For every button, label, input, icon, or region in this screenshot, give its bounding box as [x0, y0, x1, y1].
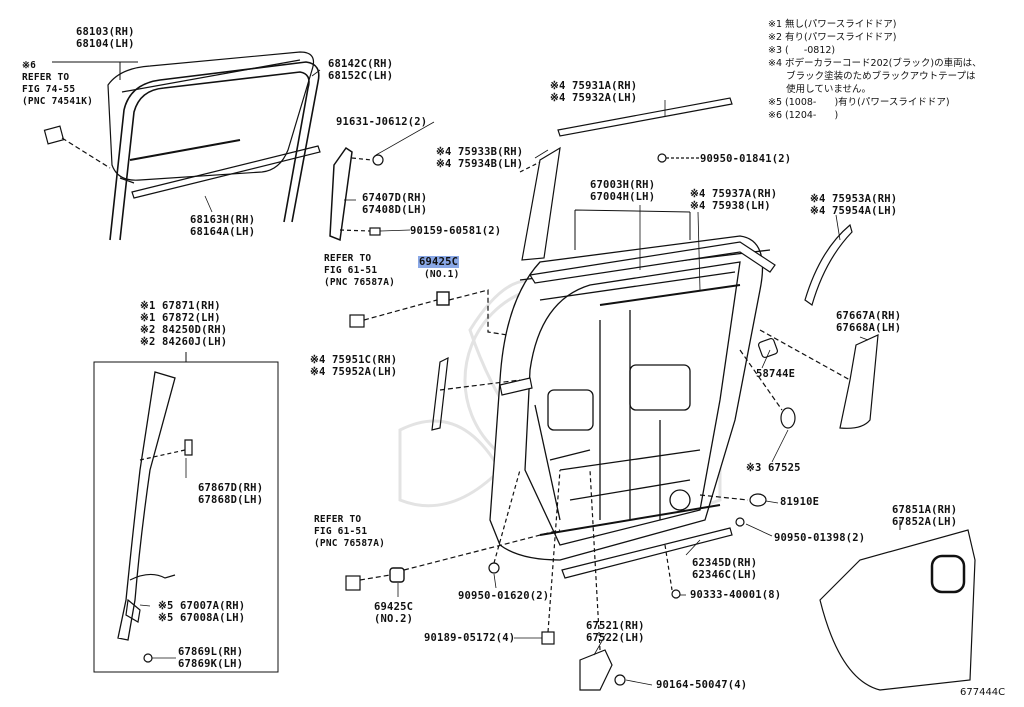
part-67407d[interactable]: 67407D(RH) 67408D(LH)	[362, 192, 428, 216]
part-68163h[interactable]: 68163H(RH) 68164A(LH)	[190, 214, 256, 238]
diagram-code: 677444C	[960, 687, 1006, 698]
part-75937a[interactable]: ※4 75937A(RH) ※4 75938(LH)	[690, 188, 778, 212]
part-90950-01841[interactable]: 90950-01841(2)	[700, 153, 792, 165]
part-91631[interactable]: 91631-J0612(2)	[336, 116, 428, 128]
part-67869l[interactable]: 67869L(RH) 67869K(LH)	[178, 646, 244, 670]
glass-run-channel	[109, 61, 320, 241]
note-2: ※2 有り(パワースライドドア)	[768, 32, 897, 43]
ref-fig-61-51-bottom[interactable]: REFER TO FIG 61-51 (PNC 76587A)	[314, 514, 386, 549]
note-6: ※6 (1204- )	[768, 110, 839, 121]
part-90333[interactable]: 90333-40001(8)	[690, 589, 782, 601]
note-4: ※4 ボデーカラーコード202(ブラック)の車両は、	[768, 58, 982, 69]
part-67867d[interactable]: 67867D(RH) 67868D(LH)	[198, 482, 264, 506]
part-75931a[interactable]: ※4 75931A(RH) ※4 75932A(LH)	[550, 80, 638, 104]
part-68103[interactable]: 68103(RH) 68104(LH)	[76, 26, 135, 50]
part-69425c-no2[interactable]: 69425C (NO.2)	[374, 601, 414, 625]
part-67521[interactable]: 67521(RH) 67522(LH)	[586, 620, 645, 644]
part-75951c[interactable]: ※4 75951C(RH) ※4 75952A(LH)	[310, 354, 398, 378]
part-90950-01398[interactable]: 90950-01398(2)	[774, 532, 866, 544]
part-81910e[interactable]: 81910E	[780, 496, 820, 508]
note-3: ※3 ( -0812)	[768, 45, 836, 56]
part-58744e[interactable]: 58744E	[756, 368, 796, 380]
part-90159[interactable]: 90159-60581(2)	[410, 225, 502, 237]
highlight-69425c: 69425C	[418, 256, 460, 268]
footnotes: ※1 無し(パワースライドドア) ※2 有り(パワースライドドア) ※3 ( -…	[768, 18, 982, 122]
part-75933b[interactable]: ※4 75933B(RH) ※4 75934B(LH)	[436, 146, 524, 170]
part-90950-01620[interactable]: 90950-01620(2)	[458, 590, 550, 602]
note-4-line3: 使用していません。	[768, 84, 872, 95]
part-62345d[interactable]: 62345D(RH) 62346C(LH)	[692, 557, 758, 581]
door-shell	[489, 235, 771, 561]
part-67525[interactable]: ※3 67525	[746, 462, 801, 474]
part-69425c-no1[interactable]: 69425C	[418, 256, 460, 268]
belt-moulding	[131, 145, 321, 199]
note-5: ※5 (1008- )有り(パワースライドドア)	[768, 97, 950, 108]
note-1: ※1 無し(パワースライドドア)	[768, 19, 897, 30]
quarter-glass	[107, 51, 315, 184]
ref-fig-61-51-top[interactable]: REFER TO FIG 61-51 (PNC 76587A)	[324, 253, 396, 288]
part-67667a[interactable]: 67667A(RH) 67668A(LH)	[836, 310, 902, 334]
part-90164[interactable]: 90164-50047(4)	[656, 679, 748, 691]
part-67851a[interactable]: 67851A(RH) 67852A(LH)	[892, 504, 958, 528]
part-68142c[interactable]: 68142C(RH) 68152C(LH)	[328, 58, 394, 82]
part-90189[interactable]: 90189-05172(4)	[424, 632, 516, 644]
part-67007a[interactable]: ※5 67007A(RH) ※5 67008A(LH)	[158, 600, 246, 624]
part-69425c-no1-tag: (NO.1)	[424, 269, 460, 280]
part-67003h[interactable]: 67003H(RH) 67004H(LH)	[590, 179, 656, 203]
ref-fig-74-55[interactable]: ※6 REFER TO FIG 74-55 (PNC 74541K)	[22, 60, 94, 107]
part-67871[interactable]: ※1 67871(RH) ※1 67872(LH) ※2 84250D(RH) …	[140, 300, 228, 348]
note-4-line2: ブラック塗装のためブラックアウトテープは	[768, 71, 976, 82]
part-75953a[interactable]: ※4 75953A(RH) ※4 75954A(LH)	[810, 193, 898, 217]
